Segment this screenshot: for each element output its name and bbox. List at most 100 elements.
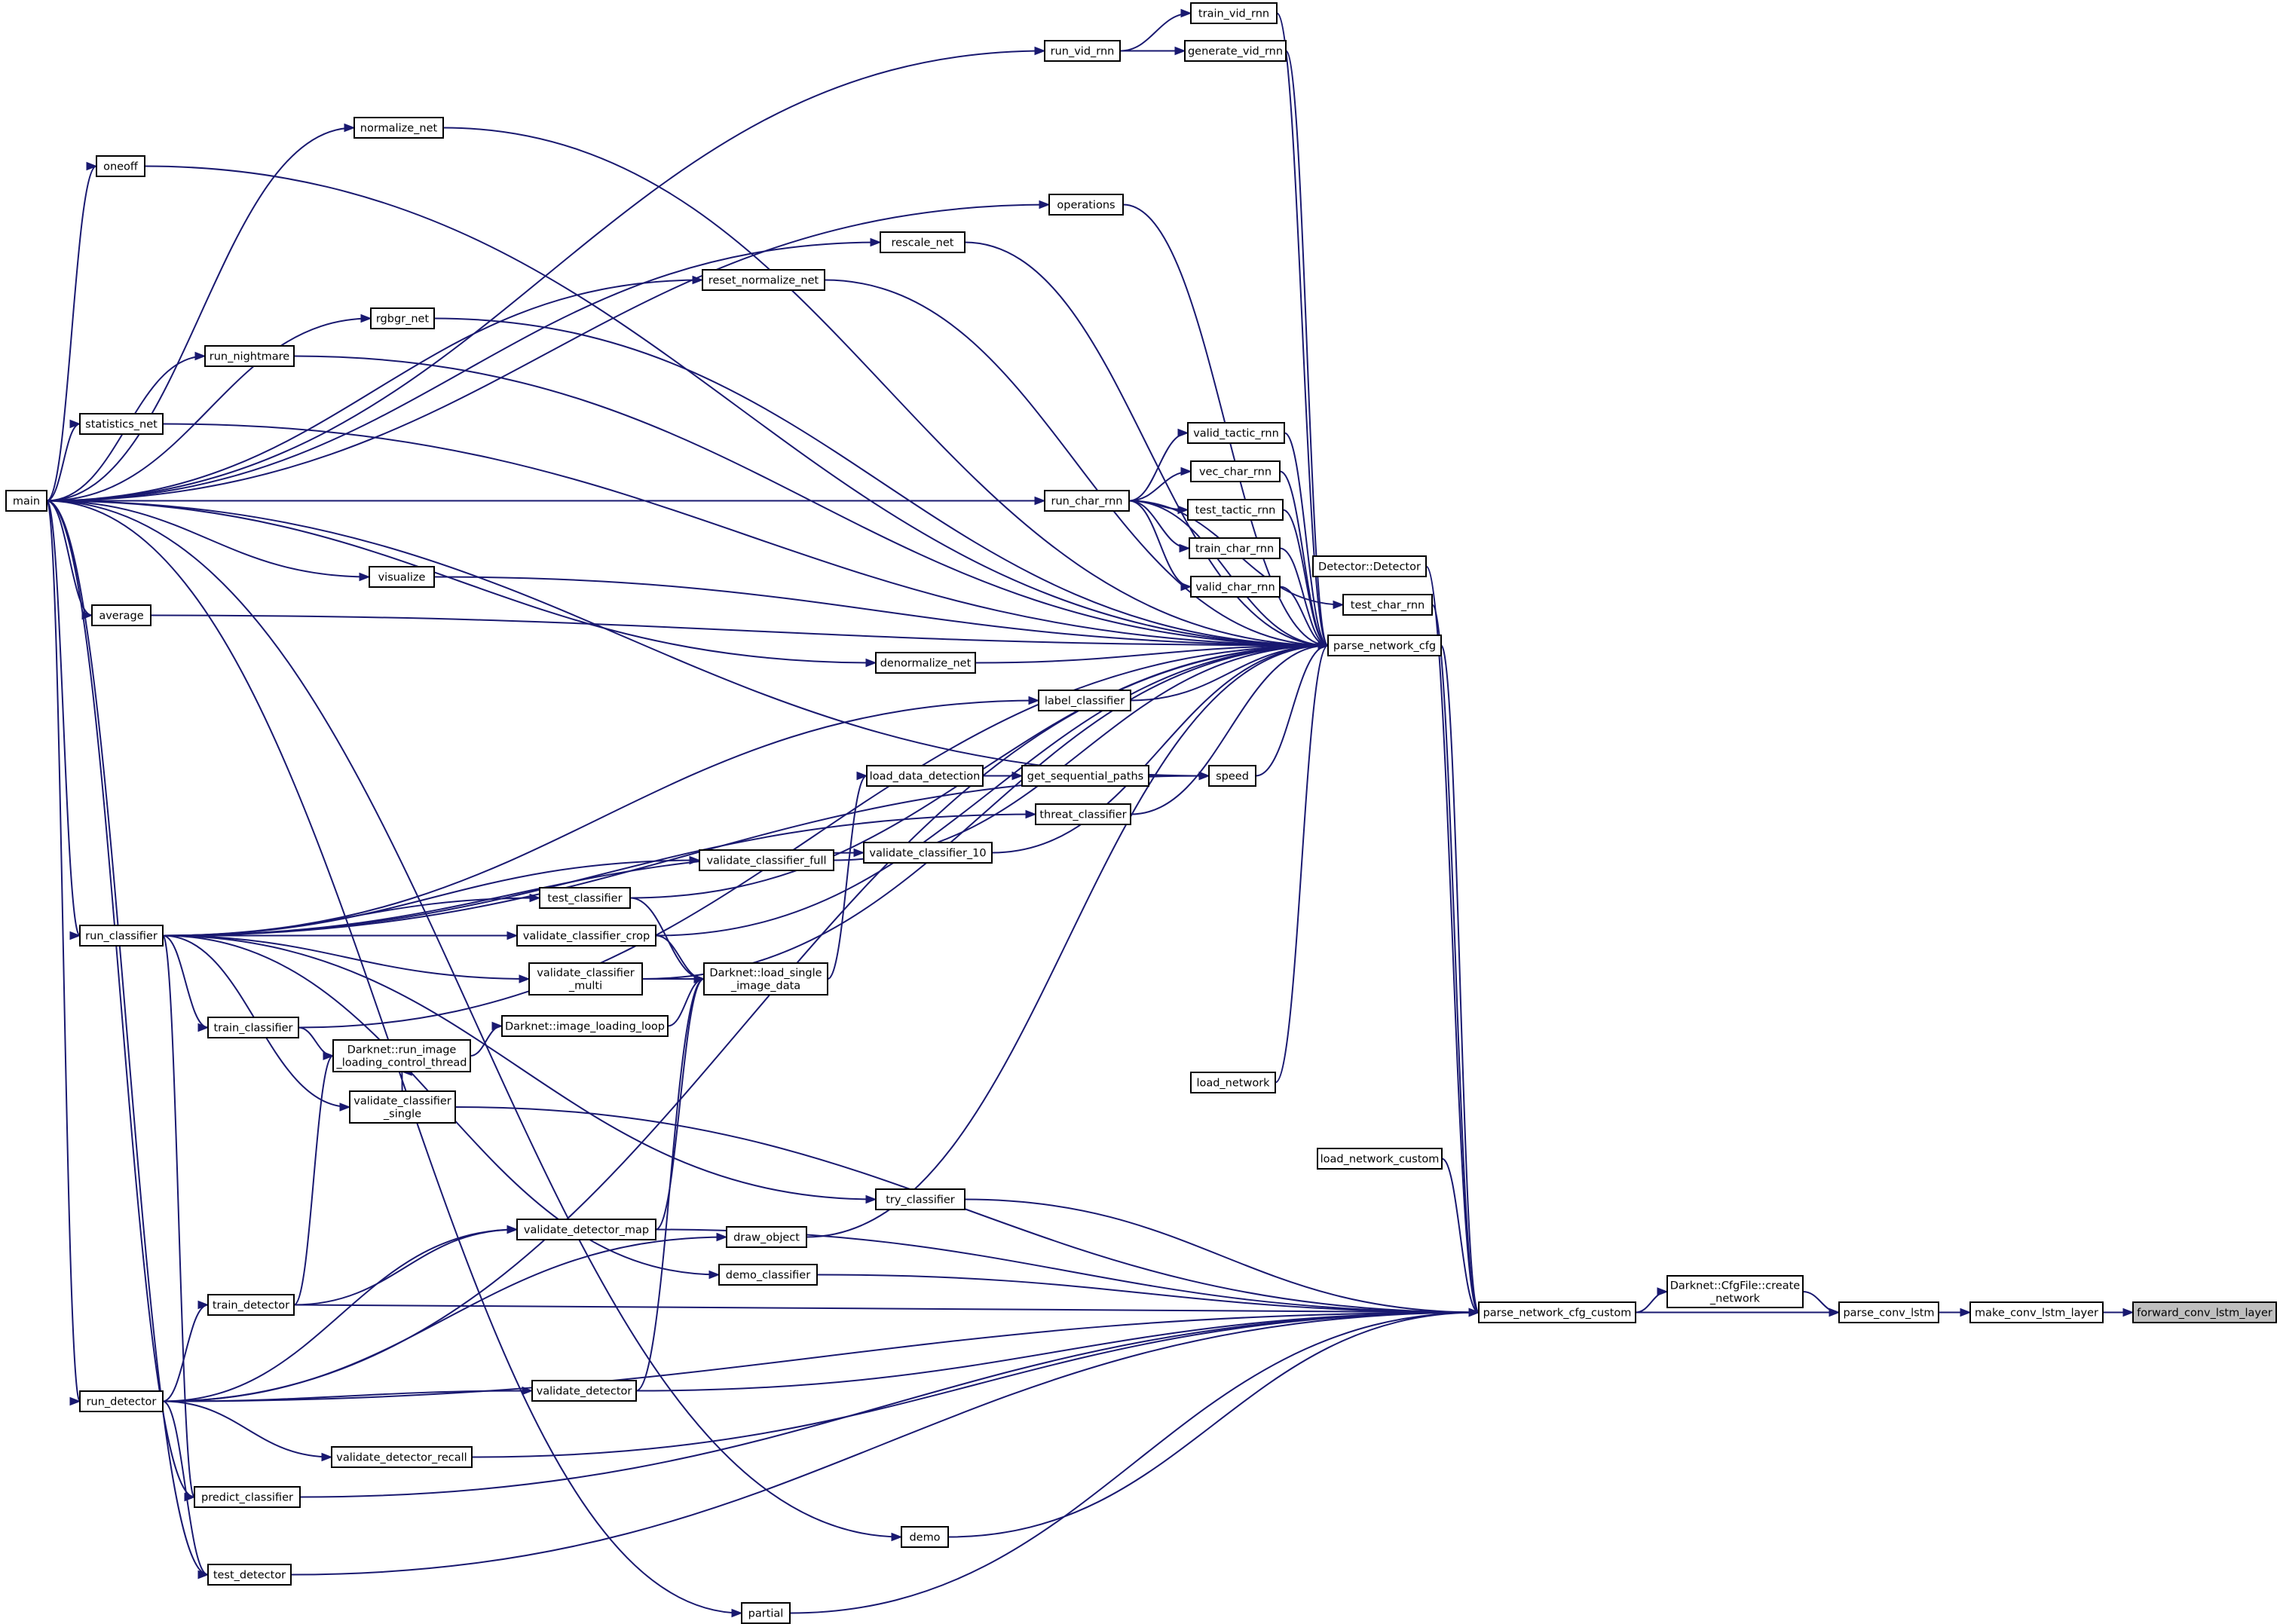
node-load-single-image-data[interactable]: Darknet::load_single_image_data [703, 962, 828, 996]
node-reset-normalize-net[interactable]: reset_normalize_net [702, 269, 825, 291]
node-run-char-rnn[interactable]: run_char_rnn [1044, 490, 1130, 512]
node-valid-char-rnn[interactable]: valid_char_rnn [1190, 576, 1281, 598]
node-statistics-net[interactable]: statistics_net [79, 413, 164, 435]
node-validate-detector-recall[interactable]: validate_detector_recall [331, 1446, 473, 1468]
node-train-detector[interactable]: train_detector [207, 1294, 295, 1316]
node-label: test_detector [213, 1570, 286, 1582]
node-test-classifier[interactable]: test_classifier [539, 887, 631, 909]
edge-line [433, 317, 1329, 647]
node-run-nightmare[interactable]: run_nightmare [204, 345, 295, 367]
node-partial[interactable]: partial [741, 1602, 791, 1624]
edge-line [1275, 644, 1329, 1084]
edge-run_char_rnn-to-test_tactic_rnn [1128, 500, 1189, 515]
node-normalize-net[interactable]: normalize_net [353, 117, 444, 139]
node-rescale-net[interactable]: rescale_net [880, 231, 966, 253]
node-label: Detector::Detector [1318, 561, 1421, 573]
arrowhead [359, 572, 371, 582]
node-box [699, 849, 834, 871]
node-validate-detector[interactable]: validate_detector [531, 1380, 637, 1402]
arrowhead [870, 237, 882, 247]
node-train-classifier[interactable]: train_classifier [207, 1017, 299, 1038]
edge-line [46, 500, 1210, 777]
node-oneoff[interactable]: oneoff [96, 155, 145, 177]
node-box [1969, 1301, 2104, 1323]
node-run-vid-rnn[interactable]: run_vid_rnn [1044, 40, 1121, 62]
node-validate-classifier-10[interactable]: validate_classifier_10 [863, 842, 993, 864]
node-generate-vid-rnn[interactable]: generate_vid_rnn [1184, 40, 1287, 62]
edge-line [833, 644, 1329, 861]
node-load-data-detection[interactable]: load_data_detection [866, 765, 984, 787]
node-validate-classifier-crop[interactable]: validate_classifier_crop [516, 925, 656, 947]
node-test-tactic-rnn[interactable]: test_tactic_rnn [1187, 499, 1284, 521]
edge-main-to-predict_classifier [46, 500, 196, 1502]
edge-line [1255, 644, 1329, 777]
node-test-detector[interactable]: test_detector [207, 1564, 292, 1586]
node-parse-network-cfg-custom[interactable]: parse_network_cfg_custom [1478, 1301, 1636, 1323]
node-visualize[interactable]: visualize [369, 566, 435, 588]
node-validate-classifier-single[interactable]: validate_classifier_single [349, 1090, 456, 1124]
edge-parse_network_cfg_custom-to-create_network [1635, 1287, 1669, 1314]
node-label: rescale_net [892, 237, 954, 249]
node-valid-tactic-rnn[interactable]: valid_tactic_rnn [1187, 422, 1285, 444]
edge-run_detector-to-test_detector [162, 1400, 210, 1580]
node-make-conv-lstm-layer[interactable]: make_conv_lstm_layer [1969, 1301, 2104, 1323]
node-validate-classifier-full[interactable]: validate_classifier_full [699, 849, 834, 871]
edge-line [162, 897, 540, 937]
node-train-vid-rnn[interactable]: train_vid_rnn [1190, 2, 1278, 24]
node-box [703, 962, 828, 996]
node-label-classifier[interactable]: label_classifier [1038, 690, 1131, 711]
node-image-loading-loop[interactable]: Darknet::image_loading_loop [501, 1015, 669, 1037]
node-test-char-rnn[interactable]: test_char_rnn [1342, 594, 1433, 616]
node-parse-network-cfg[interactable]: parse_network_cfg [1327, 635, 1442, 656]
node-load-network[interactable]: load_network [1190, 1072, 1276, 1093]
node-validate-classifier-multi[interactable]: validate_classifier_multi [528, 962, 643, 996]
node-threat-classifier[interactable]: threat_classifier [1035, 803, 1131, 825]
node-forward-conv-lstm-layer[interactable]: forward_conv_lstm_layer [2132, 1301, 2277, 1323]
node-vec-char-rnn[interactable]: vec_char_rnn [1190, 460, 1281, 482]
edge-line [641, 644, 1329, 980]
node-box [501, 1015, 669, 1037]
node-get-sequential-paths[interactable]: get_sequential_paths [1021, 765, 1149, 787]
node-detector-ctor[interactable]: Detector::Detector [1312, 555, 1427, 577]
node-label: _single [383, 1109, 421, 1121]
edge-run_classifier-to-test_classifier [162, 893, 541, 937]
edge-run_classifier-to-speed [162, 771, 1210, 937]
node-label: Darknet::image_loading_loop [505, 1021, 665, 1033]
node-denormalize-net[interactable]: denormalize_net [875, 652, 976, 674]
node-run-detector[interactable]: run_detector [79, 1390, 164, 1412]
node-validate-detector-map[interactable]: validate_detector_map [516, 1219, 656, 1240]
edge-demo-to-parse_network_cfg_custom [947, 1307, 1480, 1538]
node-predict-classifier[interactable]: predict_classifier [194, 1486, 301, 1508]
node-load-network-custom[interactable]: load_network_custom [1317, 1148, 1443, 1170]
node-speed[interactable]: speed [1208, 765, 1256, 787]
edge-line [1279, 547, 1329, 647]
node-average[interactable]: average [91, 604, 151, 626]
node-demo[interactable]: demo [901, 1526, 949, 1548]
node-draw-object[interactable]: draw_object [726, 1226, 807, 1248]
edge-line [46, 500, 93, 616]
edge-line [162, 775, 1210, 937]
node-demo-classifier[interactable]: demo_classifier [718, 1264, 818, 1286]
node-box [1666, 1275, 1804, 1308]
edge-main-to-denormalize_net [46, 500, 877, 668]
edge-run_char_rnn-to-vec_char_rnn [1128, 466, 1192, 502]
node-label: demo_classifier [726, 1270, 810, 1282]
node-label: _network [1709, 1293, 1761, 1305]
node-label: statistics_net [85, 419, 158, 431]
node-main[interactable]: main [5, 490, 47, 512]
node-try-classifier[interactable]: try_classifier [875, 1188, 966, 1210]
node-train-char-rnn[interactable]: train_char_rnn [1189, 537, 1281, 559]
edge-line [293, 1304, 1480, 1314]
node-parse-conv-lstm[interactable]: parse_conv_lstm [1838, 1301, 1939, 1323]
node-create-network[interactable]: Darknet::CfgFile::create_network [1666, 1275, 1804, 1308]
node-run-image-loading-control-thread[interactable]: Darknet::run_image_loading_control_threa… [332, 1039, 471, 1072]
node-run-classifier[interactable]: run_classifier [79, 925, 164, 947]
edge-line [947, 1311, 1480, 1538]
edge-main-to-test_detector [46, 500, 210, 1580]
node-box [1035, 803, 1131, 825]
node-rgbgr-net[interactable]: rgbgr_net [370, 307, 435, 329]
arrowhead [716, 1232, 728, 1242]
node-operations[interactable]: operations [1048, 194, 1124, 216]
node-box [1317, 1148, 1443, 1170]
edge-line [162, 934, 530, 980]
